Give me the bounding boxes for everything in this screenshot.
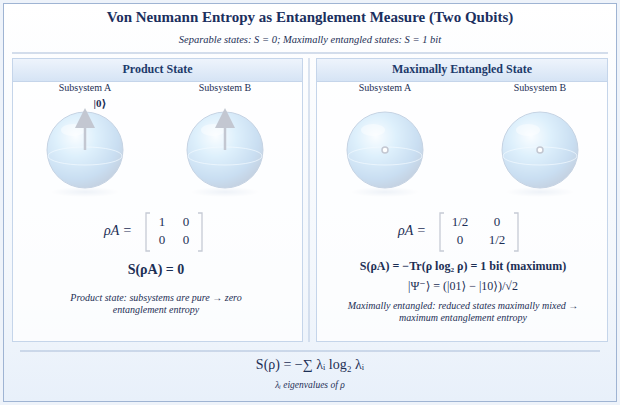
- matrix-name: ρA =: [398, 223, 426, 240]
- matrix-cell: 1/2: [489, 232, 506, 248]
- panel-heading: Product State: [13, 59, 302, 82]
- entropy-definition: S(ρ) = −∑ λᵢ log₂ λᵢ: [256, 357, 364, 374]
- entropy-formula: S(ρA) = −Tr(ρ log₂ ρ) = 1 bit (maximum): [360, 259, 566, 273]
- subsystem-label: Subsystem A: [359, 82, 412, 94]
- note-text: Maximally entangled: reduced states maxi…: [343, 300, 583, 324]
- matrix-cell: 1: [159, 214, 166, 230]
- panel-heading: Maximally Entangled State: [317, 59, 607, 82]
- diagram-title: Von Neumann Entropy as Entanglement Meas…: [107, 9, 514, 26]
- entropy-value: S(ρA) = 0: [128, 262, 185, 279]
- matrix-cell: 0: [494, 214, 501, 230]
- bell-state: |Ψ⁻⟩ = (|01⟩ − |10⟩)/√2: [408, 279, 518, 293]
- note-text: Product state: subsystems are pure → zer…: [56, 292, 256, 316]
- matrix-name: ρA =: [104, 223, 132, 240]
- matrix-cell: 1/2: [452, 214, 469, 230]
- matrix-cell: 0: [183, 214, 190, 230]
- subsystem-label: Subsystem A: [59, 82, 112, 94]
- ket-label: |0⟩: [94, 97, 107, 110]
- subsystem-label: Subsystem B: [199, 82, 252, 94]
- matrix-cell: 0: [457, 232, 464, 248]
- state-panel: Maximally Entangled State: [316, 58, 608, 342]
- formula-note: λᵢ eigenvalues of ρ: [275, 380, 345, 391]
- subtitle: Separable states: S = 0; Maximally entan…: [179, 34, 441, 47]
- subsystem-label: Subsystem B: [514, 82, 567, 94]
- matrix-cell: 0: [183, 232, 190, 248]
- matrix-cell: 0: [159, 232, 166, 248]
